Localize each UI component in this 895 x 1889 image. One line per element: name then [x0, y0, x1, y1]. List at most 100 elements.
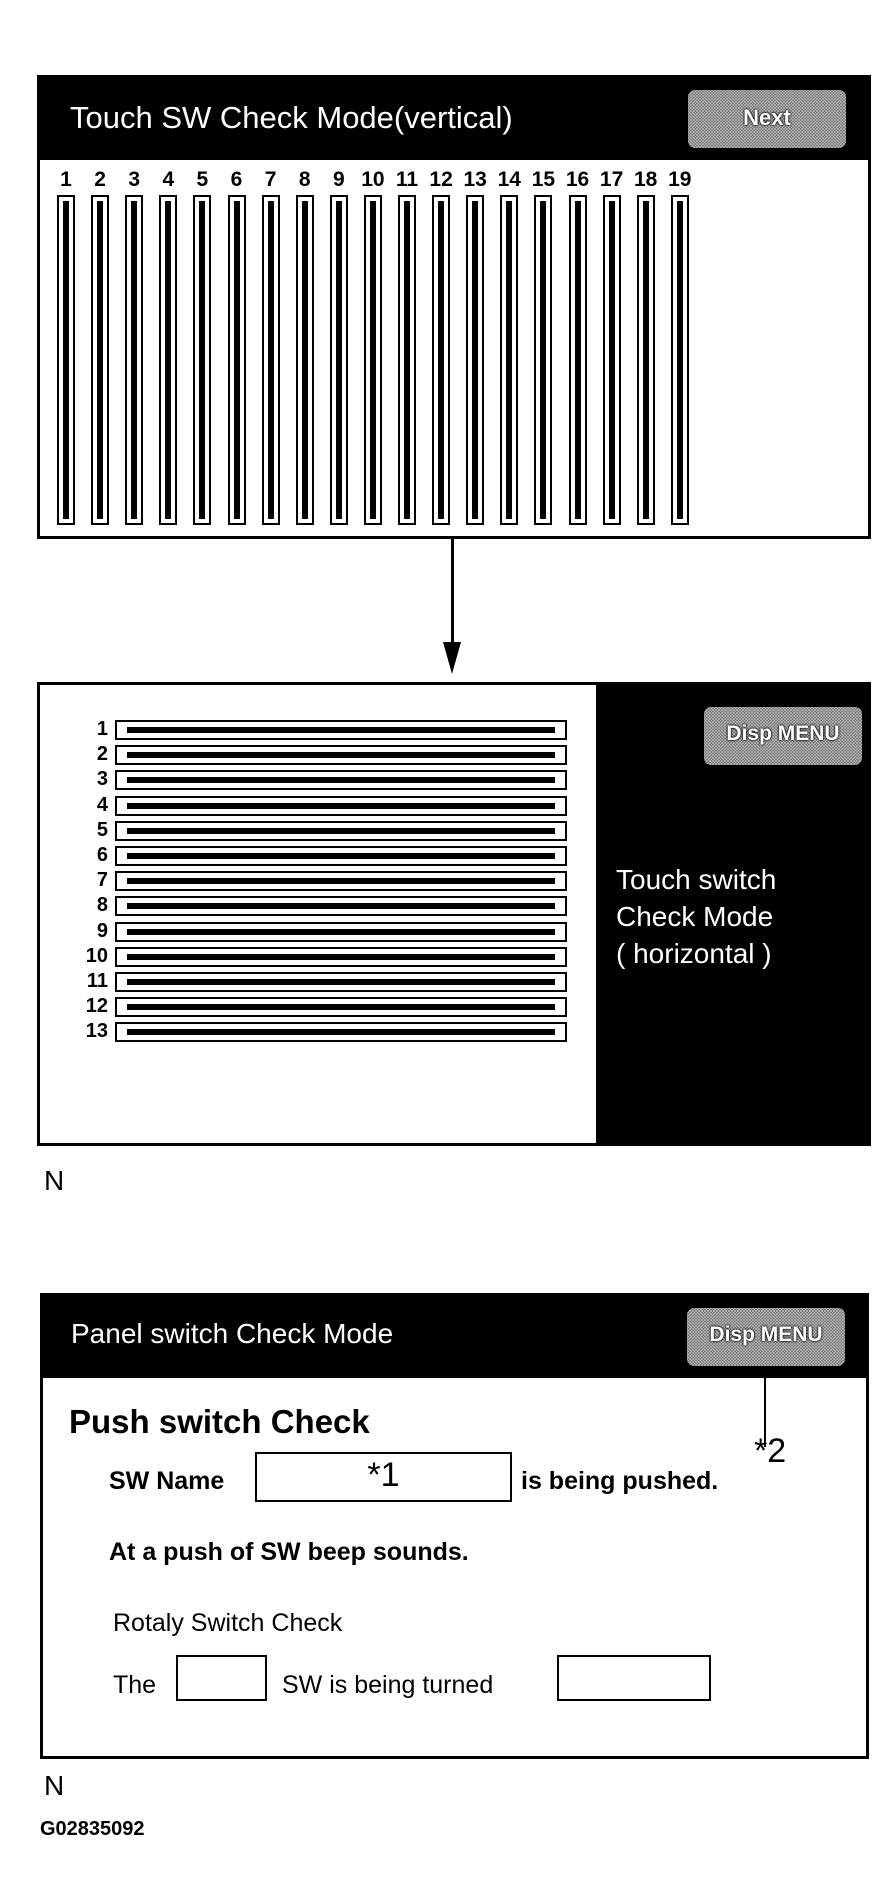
vertical-touch-switch[interactable] [295, 195, 314, 525]
row-number: 10 [85, 944, 108, 967]
column-number: 2 [94, 168, 106, 191]
switch-fill [642, 201, 649, 519]
switch-fill [127, 979, 555, 985]
switch-fill [127, 802, 555, 809]
horizontal-touch-switch[interactable] [115, 720, 567, 740]
horizontal-touch-switch[interactable] [115, 896, 567, 917]
horizontal-mode-text: Touch switch Check Mode ( horizontal ) [616, 861, 776, 972]
mode-text-line-2: Check Mode [616, 901, 774, 932]
switch-fill [127, 928, 555, 935]
callout-2: *2 [754, 1432, 787, 1470]
column-number: 15 [531, 168, 556, 191]
vertical-touch-switch[interactable] [534, 195, 553, 525]
rotaly-switch-check-heading: Rotaly Switch Check [113, 1609, 343, 1637]
disp-menu-button-label: Disp MENU [726, 722, 840, 745]
row-number: 1 [96, 718, 108, 740]
horizontal-touch-switch[interactable] [115, 946, 567, 967]
row-number: 4 [96, 793, 108, 816]
column-number: 3 [128, 168, 141, 191]
horizontal-touch-switch[interactable] [115, 820, 567, 841]
vertical-touch-switch[interactable] [500, 195, 519, 525]
vertical-touch-switch[interactable] [636, 195, 655, 525]
disp-menu-button-panel[interactable]: Disp MENU [687, 1308, 845, 1366]
switch-fill [127, 1029, 555, 1036]
disp-menu-button-panel-label: Disp MENU [709, 1323, 823, 1346]
switch-fill [506, 201, 513, 519]
horizontal-touch-switch[interactable] [115, 1022, 567, 1043]
switch-fill [127, 878, 555, 885]
screen3-header-bar: Panel switch Check Mode Disp MENU [43, 1296, 866, 1378]
vertical-touch-switch[interactable] [398, 195, 416, 525]
horizontal-touch-switch[interactable] [115, 846, 567, 866]
horizontal-touch-switch[interactable] [115, 770, 567, 791]
column-number: 10 [361, 168, 385, 191]
push-switch-check-heading: Push switch Check [69, 1403, 370, 1440]
vertical-touch-switch[interactable] [432, 195, 451, 525]
row-number: 2 [96, 743, 108, 766]
note-n-2: N [44, 1770, 65, 1801]
horizontal-touch-switch[interactable] [115, 972, 567, 992]
switch-fill [165, 201, 172, 519]
vertical-touch-switch[interactable] [125, 195, 144, 525]
being-pushed-label: is being pushed. [521, 1467, 719, 1495]
column-number: 4 [162, 168, 175, 191]
switch-fill [127, 827, 555, 834]
switch-fill [63, 201, 69, 519]
switch-fill [127, 953, 555, 960]
sw-name-field: *1 [255, 1452, 512, 1502]
vertical-touch-switch[interactable] [670, 195, 689, 525]
column-number: 8 [298, 168, 311, 191]
vertical-touch-switch[interactable] [568, 195, 587, 525]
horizontal-touch-switch[interactable] [115, 871, 567, 892]
switch-fill [335, 201, 342, 519]
panel-switch-check-screen: Panel switch Check Mode Disp MENU Push s… [40, 1293, 869, 1759]
switch-fill [199, 201, 206, 519]
row-number: 9 [96, 919, 108, 942]
column-number: 5 [196, 168, 209, 191]
screen2-side-panel: Disp MENU Touch switch Check Mode ( hori… [596, 685, 871, 1143]
switch-fill [301, 201, 308, 519]
switch-fill [127, 777, 555, 784]
switch-fill [472, 201, 479, 519]
flow-arrow-line [451, 539, 454, 645]
next-button-label: Next [743, 105, 791, 130]
vertical-touch-switch[interactable] [466, 195, 485, 525]
screen1-header-bar: Touch SW Check Mode(vertical) Next [40, 78, 868, 160]
vertical-touch-switch[interactable] [329, 195, 348, 525]
vertical-touch-switch[interactable] [227, 195, 246, 525]
switch-fill [404, 201, 410, 519]
column-number: 7 [264, 168, 277, 191]
vertical-touch-switch[interactable] [193, 195, 212, 525]
disp-menu-button[interactable]: Disp MENU [704, 707, 862, 765]
switch-fill [608, 201, 615, 519]
screen3-title: Panel switch Check Mode [71, 1318, 394, 1349]
rotary-direction-field [557, 1655, 711, 1701]
vertical-touch-switch[interactable] [57, 195, 75, 525]
horizontal-touch-switch[interactable] [115, 921, 567, 942]
switch-fill [574, 201, 581, 519]
note-n-1: N [44, 1165, 65, 1196]
horizontal-touch-switch[interactable] [115, 745, 567, 766]
switch-fill [438, 201, 445, 519]
vertical-touch-switch[interactable] [602, 195, 621, 525]
switch-fill [233, 201, 240, 519]
column-number: 14 [497, 168, 521, 191]
horizontal-touch-switch[interactable] [115, 997, 567, 1018]
switch-fill [127, 903, 555, 910]
vertical-touch-switch[interactable] [91, 195, 110, 525]
column-number: 19 [668, 168, 692, 191]
switch-fill [127, 727, 555, 733]
switch-fill [676, 201, 683, 519]
next-button[interactable]: Next [688, 90, 846, 148]
row-number: 12 [85, 995, 108, 1018]
column-number: 16 [565, 168, 590, 191]
column-number: 1 [60, 168, 72, 191]
column-number: 9 [332, 168, 345, 191]
vertical-touch-switch[interactable] [363, 195, 382, 525]
horizontal-touch-switch[interactable] [115, 795, 567, 816]
being-turned-label: SW is being turned [282, 1671, 494, 1699]
arrow-down-icon [443, 642, 461, 674]
vertical-touch-switch[interactable] [261, 195, 280, 525]
vertical-touch-switch[interactable] [159, 195, 178, 525]
